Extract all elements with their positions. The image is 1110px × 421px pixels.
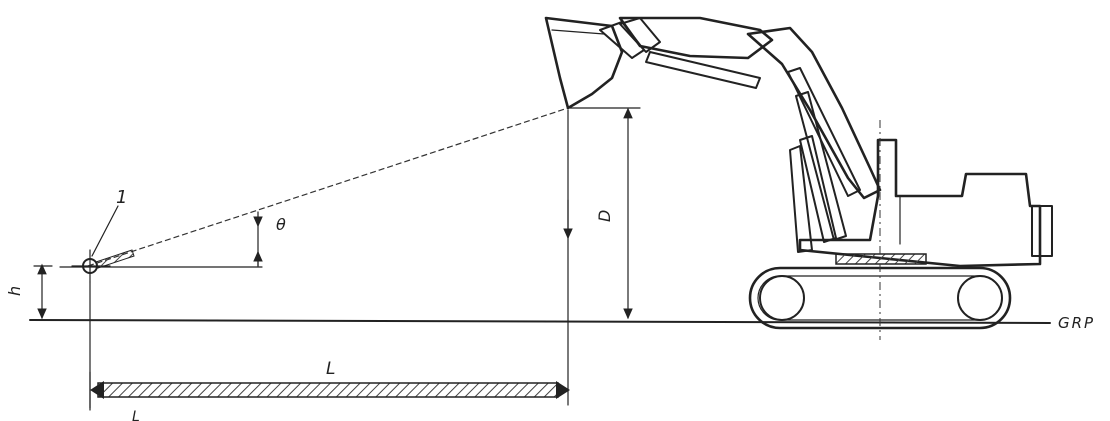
sight-line — [87, 107, 569, 267]
marker-leader-line — [91, 205, 119, 257]
excavator-stick — [618, 16, 774, 60]
distance-label: L — [326, 359, 335, 379]
ground-reference-label: GRP — [1058, 314, 1095, 332]
distance-dimension — [89, 371, 570, 409]
swing-bearing — [835, 253, 927, 265]
distance-label-lower: L — [132, 409, 140, 421]
excavator — [544, 16, 1053, 340]
marker-number-label: 1 — [116, 187, 127, 208]
boom-cylinder — [787, 67, 861, 197]
track-idler-wheel — [759, 275, 805, 321]
marker-height-label: h — [5, 286, 24, 296]
bucket-height-label: D — [595, 210, 614, 222]
marker-height-dimension — [33, 263, 53, 320]
test-marker — [71, 249, 135, 283]
excavator-bucket — [544, 16, 624, 110]
track-sprocket-wheel — [957, 275, 1003, 321]
angle-label: θ — [276, 215, 286, 234]
